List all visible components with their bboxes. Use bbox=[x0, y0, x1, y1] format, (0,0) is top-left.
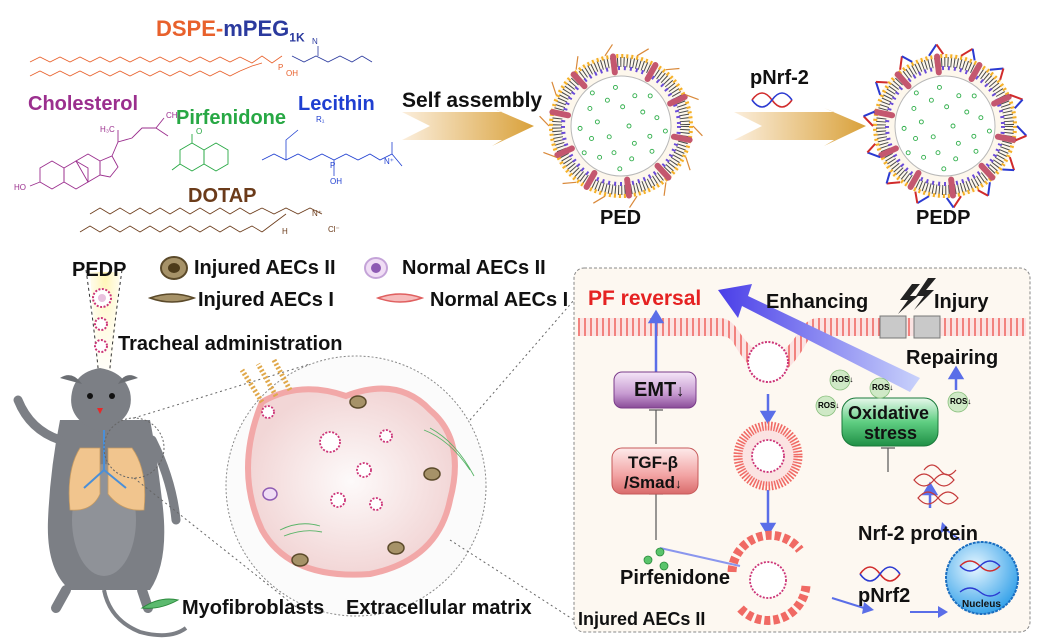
cholesterol-structure bbox=[29, 117, 169, 190]
mechanism-panel bbox=[573, 267, 1031, 633]
nucleus-label: Nucleus bbox=[962, 599, 1001, 610]
mouse-illustration bbox=[13, 368, 188, 638]
pnrf2-arrow bbox=[734, 108, 866, 146]
mpeg-subscript: 1K bbox=[289, 30, 305, 45]
ros-bubble-3: ROS↓ bbox=[818, 401, 840, 410]
tracheal-label: Tracheal administration bbox=[118, 333, 343, 355]
dspe-mpeg-label: DSPE-mPEG1K bbox=[156, 16, 305, 45]
legend-normal-aec1: Normal AECs I bbox=[430, 289, 569, 311]
pedp-nanoparticle bbox=[862, 43, 1028, 209]
lecithin-label: Lecithin bbox=[298, 93, 375, 115]
atom-nplus-lecithin: N⁺ bbox=[384, 157, 394, 166]
atom-o-pirfenidone: O bbox=[196, 127, 203, 136]
ruptured-endosome bbox=[727, 530, 811, 625]
pnrf2-panel-label: pNrf2 bbox=[858, 585, 911, 607]
atom-h-dotap: H bbox=[282, 227, 288, 236]
pedp-label: PEDP bbox=[916, 207, 971, 229]
tgf-label-line2: /Smad↓ bbox=[624, 474, 682, 491]
self-assembly-arrow bbox=[402, 108, 534, 146]
nrf2-protein-icon bbox=[913, 464, 959, 505]
tgf-smad-text: /Smad bbox=[624, 473, 676, 492]
legend-normal-aec2: Normal AECs II bbox=[402, 257, 546, 279]
lecithin-structure bbox=[261, 129, 403, 176]
emt-down-arrow: ↓ bbox=[676, 383, 685, 400]
oxidative-stress-box bbox=[841, 397, 939, 447]
pirfenidone-chem-label: Pirfenidone bbox=[176, 107, 287, 129]
self-assembly-label: Self assembly bbox=[402, 89, 543, 112]
atom-oh-dspe: OH bbox=[286, 69, 298, 78]
pirfenidone-mech-label: Pirfenidone bbox=[620, 567, 731, 589]
legend-icons bbox=[140, 256, 425, 609]
injured-aecs-ii-label: Injured AECs II bbox=[578, 609, 706, 629]
pnrf2-top-label: pNrf-2 bbox=[750, 67, 809, 89]
nucleus bbox=[945, 541, 1019, 615]
tgf-label-line1: TGF-β bbox=[628, 453, 679, 472]
ped-label: PED bbox=[600, 207, 642, 229]
dotap-label: DOTAP bbox=[188, 185, 257, 207]
pnrf2-panel-dna-icon bbox=[859, 566, 901, 582]
pirfenidone-structure bbox=[171, 134, 229, 172]
enhancing-label: Enhancing bbox=[766, 291, 869, 313]
pedp-drops bbox=[92, 288, 112, 353]
atom-n-dspe: N bbox=[312, 37, 318, 46]
legend-injured-aec2: Injured AECs II bbox=[194, 257, 336, 279]
atom-nplus-dotap: N⁺ bbox=[312, 209, 322, 218]
atom-h3c: H₃C bbox=[100, 125, 115, 134]
legend-injured-aec1: Injured AECs I bbox=[198, 289, 334, 311]
atom-cl: Cl⁻ bbox=[328, 225, 340, 234]
lightning-icon bbox=[898, 284, 920, 314]
dspe-text: DSPE- bbox=[156, 16, 224, 41]
atom-ch3: CH₃ bbox=[166, 111, 181, 120]
atom-oh-lecithin: OH bbox=[330, 177, 342, 186]
atom-ho: HO bbox=[14, 183, 26, 192]
dotap-structure bbox=[79, 207, 323, 233]
atom-r1: R₁ bbox=[316, 115, 325, 124]
myofibroblasts-label: Myofibroblasts bbox=[182, 597, 325, 619]
nrf2-protein-label: Nrf-2 protein bbox=[858, 523, 978, 545]
enhancing-arrow bbox=[718, 284, 920, 392]
pedp-admin-label: PEDP bbox=[72, 259, 127, 281]
pnrf2-dna-icon bbox=[751, 92, 793, 108]
ros-bubble-1: ROS↓ bbox=[832, 375, 854, 384]
atom-p-lecithin: P bbox=[330, 161, 336, 170]
alveolus-zoom bbox=[225, 355, 487, 617]
ped-nanoparticle bbox=[539, 44, 703, 208]
cholesterol-label: Cholesterol bbox=[28, 93, 139, 115]
pf-reversal-label: PF reversal bbox=[588, 287, 702, 310]
dspe-mpeg-structure bbox=[29, 55, 283, 77]
oxidative-label-line1: Oxidative bbox=[848, 403, 930, 423]
atom-p-dspe: P bbox=[278, 63, 284, 72]
ros-bubble-2: ROS↓ bbox=[872, 383, 894, 392]
emt-label: EMT↓ bbox=[634, 380, 684, 400]
emt-text: EMT bbox=[634, 379, 677, 401]
tgf-down-arrow: ↓ bbox=[675, 476, 682, 491]
repairing-label: Repairing bbox=[906, 347, 999, 369]
tgf-smad-box bbox=[611, 447, 699, 495]
oxidative-label-line2: stress bbox=[864, 423, 918, 443]
endocytosis-particle bbox=[747, 341, 789, 383]
mpeg-text: mPEG bbox=[223, 16, 290, 41]
ros-bubble-4: ROS↓ bbox=[950, 397, 972, 406]
injury-label: Injury bbox=[934, 291, 989, 313]
emt-box bbox=[613, 371, 697, 409]
ecm-label: Extracellular matrix bbox=[346, 597, 532, 619]
